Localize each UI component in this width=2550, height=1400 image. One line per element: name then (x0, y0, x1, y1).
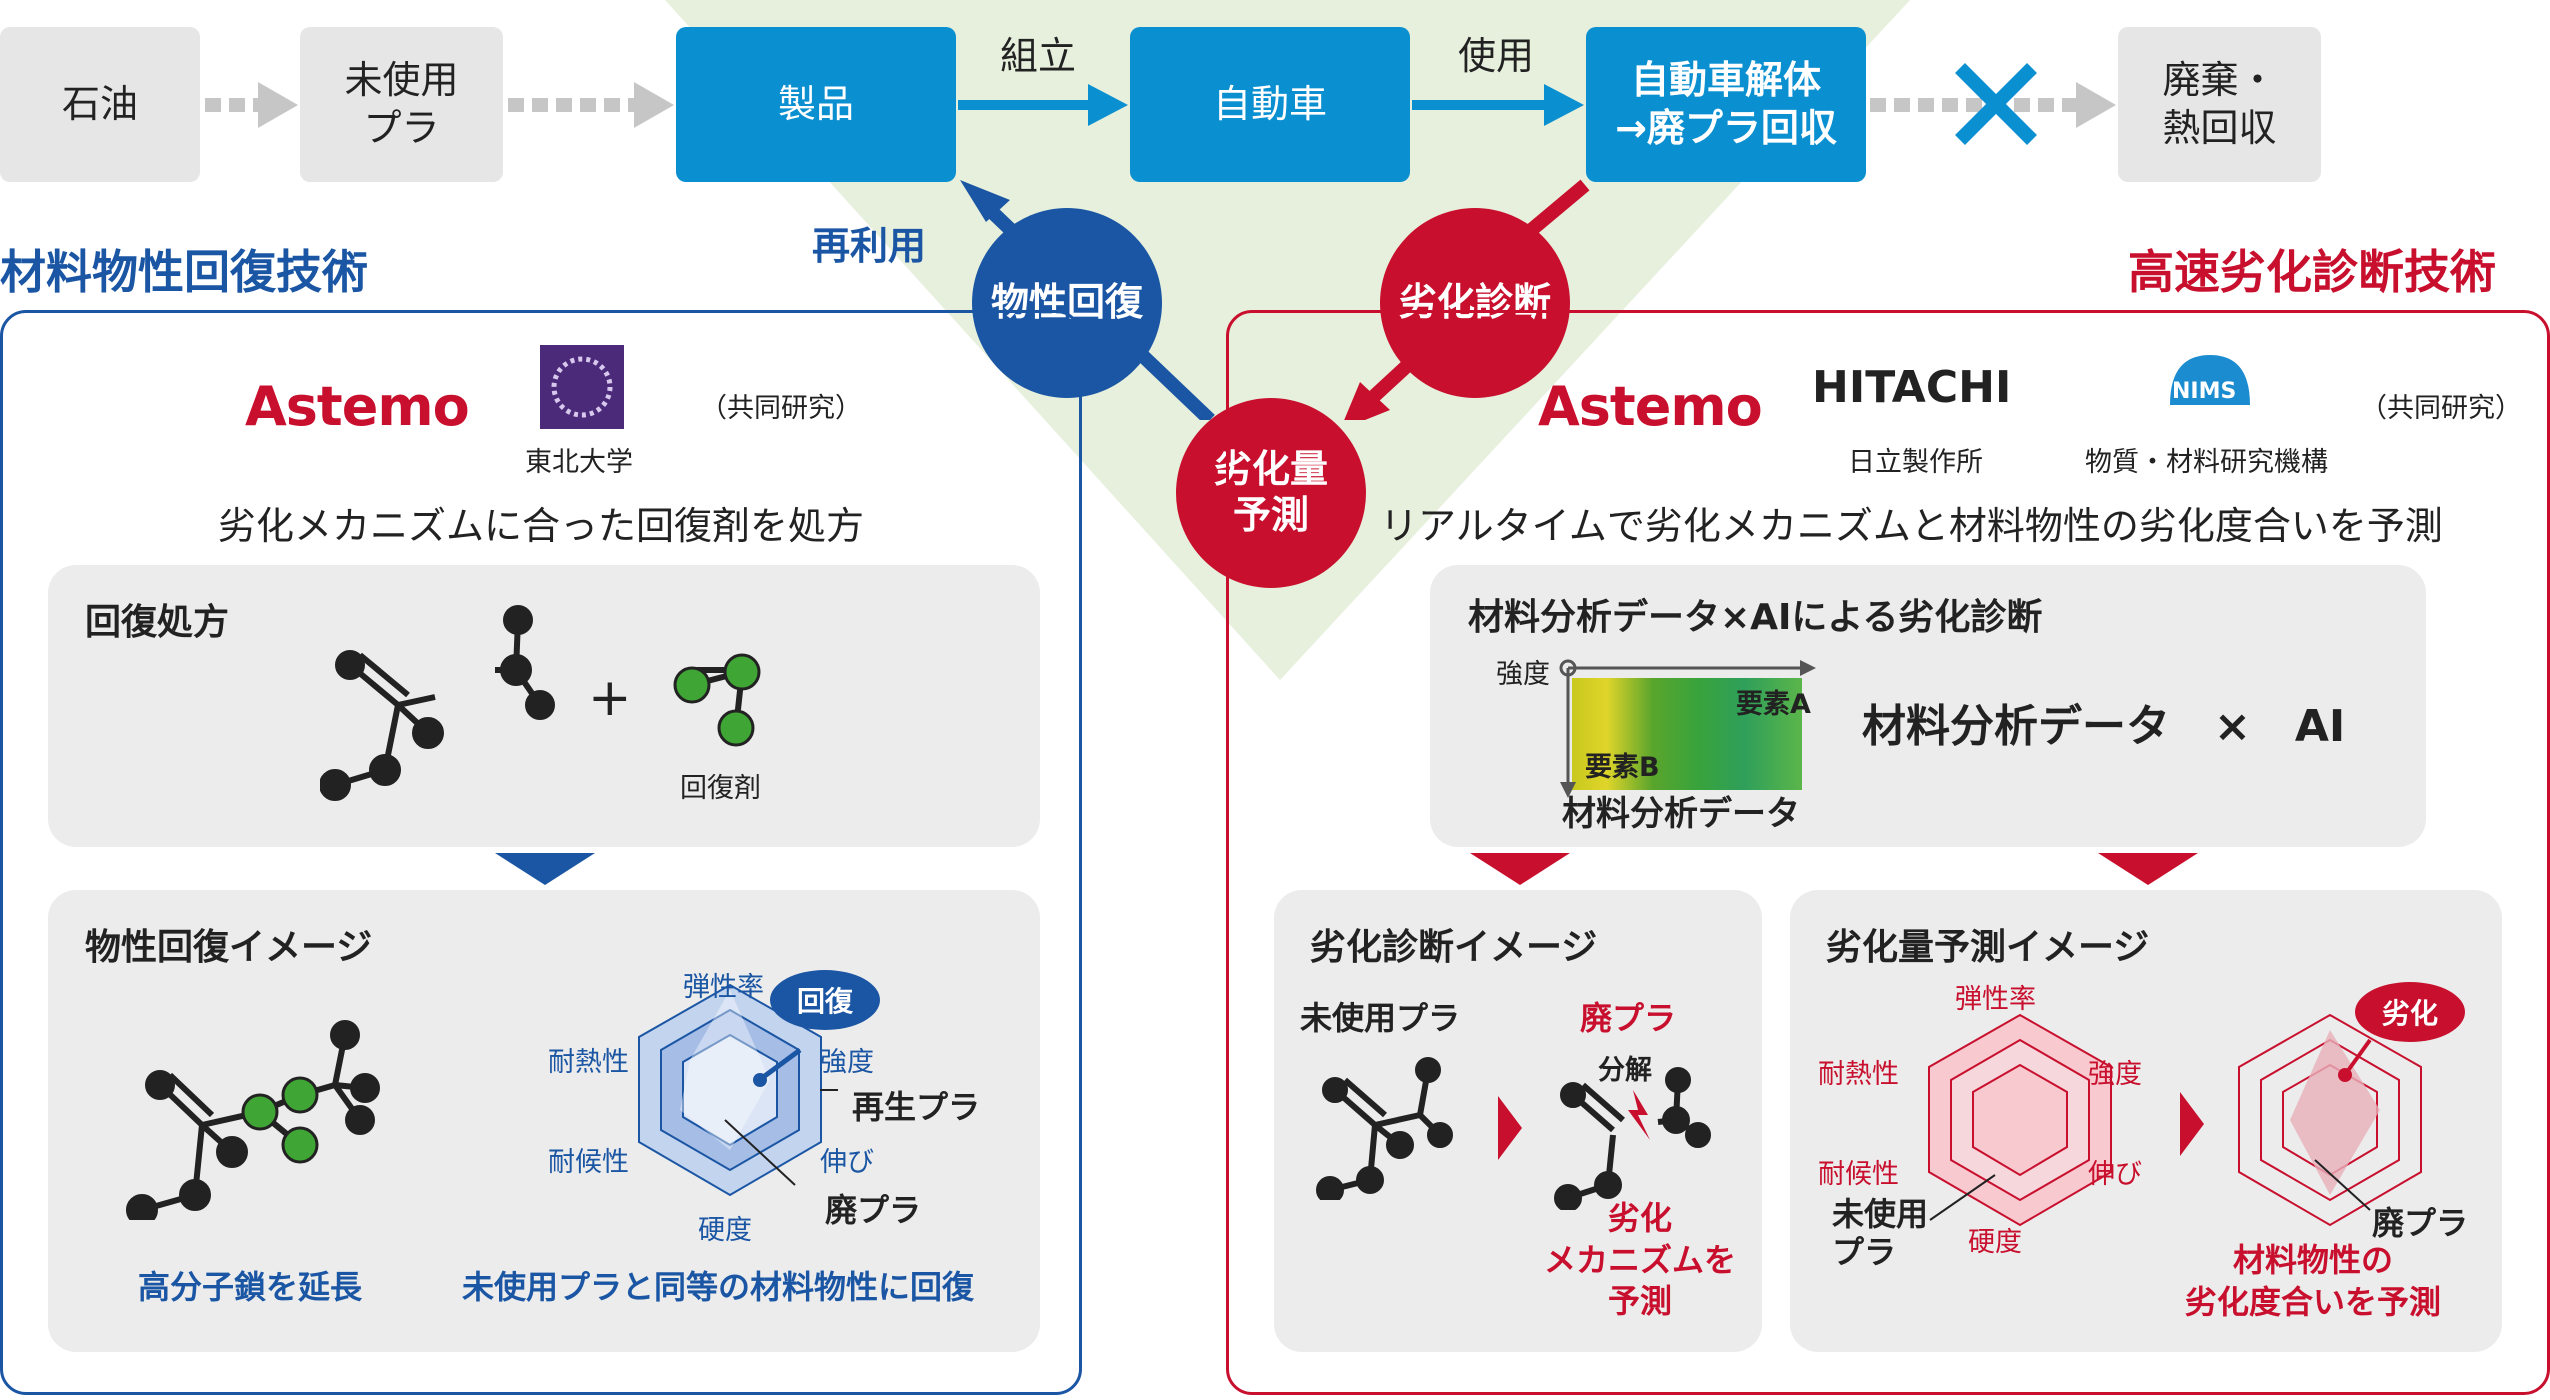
left-frame (0, 310, 1082, 1395)
reuse-label: 再利用 (812, 224, 927, 268)
pred-radar-hardness: 硬度 (1968, 1227, 2022, 1258)
element-a-label: 要素A (1736, 689, 1811, 720)
recovery-prescription-title: 回復処方 (85, 602, 230, 643)
dismantle-box: 自動車解体 →廃プラ回収 (1586, 27, 1866, 182)
plus-sign: + (588, 668, 632, 728)
nims-name: 物質・材料研究機構 (2085, 447, 2328, 478)
right-joint-label: （共同研究） (2360, 393, 2522, 424)
nims-logo: NIMS (2160, 345, 2260, 417)
use-label: 使用 (1458, 34, 1535, 78)
down-triangle-right-2 (2098, 853, 2198, 885)
car-box: 自動車 (1130, 27, 1410, 182)
analysis-heatmap (1572, 678, 1802, 790)
diag-arrow-right (1498, 1096, 1522, 1160)
analysis-title: 材料分析データ×AIによる劣化診断 (1468, 597, 2043, 638)
recover-badge: 回復 (770, 970, 880, 1030)
recovery-circle: 物性回復 (972, 208, 1162, 398)
tohoku-emblem (540, 345, 624, 429)
pred-radar-weather: 耐候性 (1818, 1159, 1899, 1190)
left-joint-label: （共同研究） (700, 393, 862, 424)
right-subtitle: リアルタイムで劣化メカニズムと材料物性の劣化度合いを予測 (1380, 504, 2443, 548)
radar-label-hardness: 硬度 (698, 1215, 752, 1246)
property-recovery-title: 物性回復イメージ (85, 927, 373, 968)
astemo-logo-right: Astemo (1538, 375, 1763, 438)
recycled-plastic-label: 再生プラ (852, 1088, 981, 1126)
diagnosis-image-title: 劣化診断イメージ (1310, 927, 1598, 968)
pred-arrow-right (2180, 1092, 2204, 1156)
oil-box: 石油 (0, 27, 200, 182)
right-section-heading: 高速劣化診断技術 (2128, 245, 2496, 299)
diagnosis-circle: 劣化診断 (1380, 208, 1570, 398)
down-triangle-left (495, 853, 595, 885)
diag-molecule-waste (1554, 1067, 1711, 1210)
prediction-image-title: 劣化量予測イメージ (1826, 927, 2150, 968)
waste-plastic-label-left: 廃プラ (825, 1191, 922, 1229)
recovery-agent-molecule (673, 653, 761, 747)
cross-icon (1955, 63, 2037, 145)
radar-label-elasticity: 弾性率 (683, 972, 764, 1003)
right-frame (1226, 310, 2550, 1395)
hitachi-name: 日立製作所 (1848, 447, 1983, 478)
down-triangle-right-1 (1470, 853, 1570, 885)
degrade-badge: 劣化 (2355, 982, 2465, 1042)
heatmap-axes (1559, 659, 1816, 798)
prediction-circle: 劣化量 予測 (1176, 398, 1366, 588)
pred-radar-elasticity: 弾性率 (1955, 984, 2036, 1015)
element-b-label: 要素B (1585, 752, 1660, 783)
pred-unused-label: 未使用 プラ (1832, 1195, 1929, 1272)
unused-plastic-box: 未使用 プラ (300, 27, 503, 182)
product-box: 製品 (676, 27, 956, 182)
diag-caption: 劣化 メカニズムを 予測 (1543, 1199, 1736, 1321)
caption-recover-properties: 未使用プラと同等の材料物性に回復 (462, 1268, 975, 1306)
pred-caption: 材料物性の 劣化度合いを予測 (2184, 1241, 2441, 1321)
tohoku-name: 東北大学 (525, 447, 633, 478)
prediction-image-panel (1790, 890, 2502, 1352)
radar-label-weather: 耐候性 (548, 1147, 629, 1178)
recovery-agent-label: 回復剤 (680, 773, 761, 804)
radar-chart-recovery (638, 983, 838, 1197)
astemo-logo-left: Astemo (245, 375, 470, 438)
disposal-box: 廃棄・ 熱回収 (2118, 27, 2321, 182)
diag-unused-label: 未使用プラ (1300, 999, 1461, 1037)
pred-radar-heat: 耐熱性 (1818, 1059, 1899, 1090)
left-subtitle: 劣化メカニズムに合った回復剤を処方 (218, 504, 865, 548)
assemble-label: 組立 (1000, 34, 1077, 78)
radar-chart-prediction-unused (1928, 1013, 2112, 1227)
axis-strength-label: 強度 (1496, 659, 1550, 690)
hitachi-logo: HITACHI (1812, 362, 2012, 413)
radar-label-elongation: 伸び (820, 1147, 874, 1178)
radar-chart-prediction-waste (2238, 1013, 2422, 1227)
analysis-formula: 材料分析データ × AI (1862, 701, 2346, 752)
radar-label-heat: 耐熱性 (548, 1047, 629, 1078)
lightning-icon (1628, 1090, 1650, 1140)
diag-molecule-unused (1316, 1057, 1453, 1200)
diag-waste-label: 廃プラ (1580, 999, 1677, 1037)
molecule-extended (126, 1020, 380, 1220)
pred-radar-strength: 強度 (2088, 1059, 2142, 1090)
radar-label-strength: 強度 (820, 1047, 874, 1078)
caption-extend-chain: 高分子鎖を延長 (138, 1268, 363, 1306)
decomposition-label: 分解 (1598, 1055, 1652, 1086)
left-section-heading: 材料物性回復技術 (0, 245, 368, 299)
pred-waste-label: 廃プラ (2372, 1204, 2469, 1242)
analysis-data-label: 材料分析データ (1562, 794, 1800, 834)
pred-radar-elongation: 伸び (2088, 1159, 2142, 1190)
